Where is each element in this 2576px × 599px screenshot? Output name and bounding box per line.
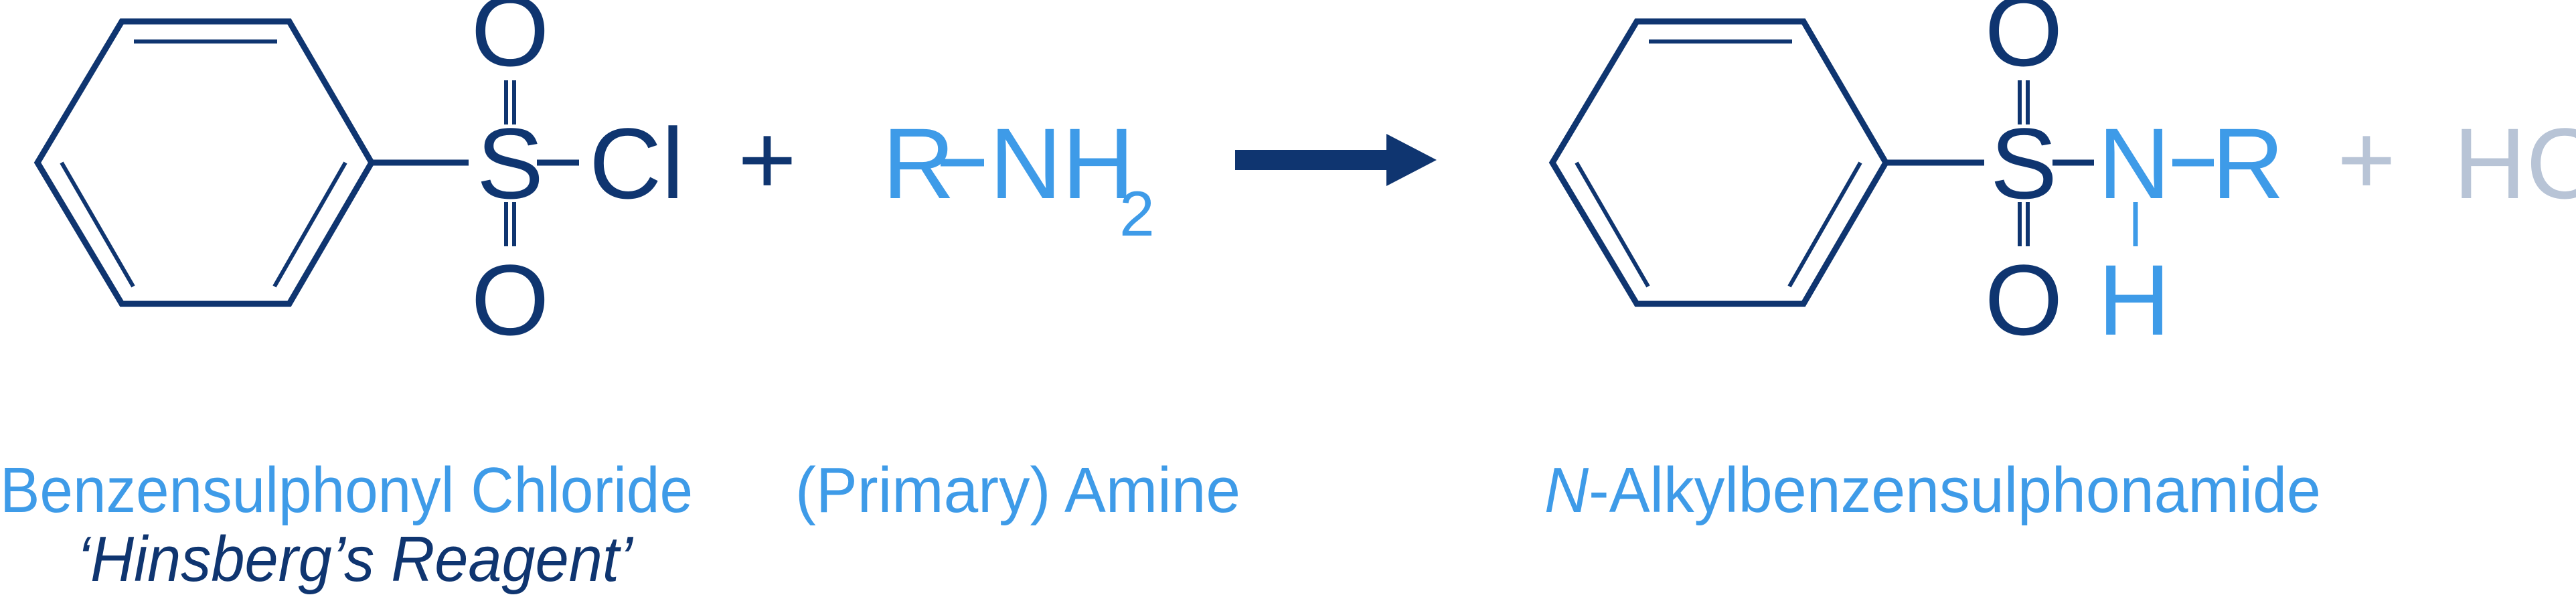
atom-o-top: O [471, 0, 550, 87]
reactant1-alias: ‘Hinsberg’s Reagent’ [77, 523, 634, 595]
product-name-rest: -Alkylbenzensulphonamide [1589, 454, 2321, 525]
atom-o-bottom-product: O [1985, 244, 2063, 356]
atom-n-product: N [2098, 107, 2170, 220]
so-double-bonds-product [2018, 80, 2030, 246]
atom-s-product: S [1990, 107, 2057, 220]
atom-o-top-product: O [1985, 0, 2063, 87]
reaction-arrow [1235, 134, 1437, 186]
subscript-2: 2 [1119, 179, 1155, 250]
atom-s: S [477, 107, 544, 220]
benzene-ring-reactant [33, 18, 376, 307]
atom-nh: NH [989, 107, 1135, 220]
reactant1-name: Benzensulphonyl Chloride [0, 454, 693, 526]
atom-cl: Cl [589, 107, 684, 220]
plus-sign-byproduct: + [2337, 103, 2396, 216]
atom-h-product: H [2098, 244, 2170, 356]
atom-r-product: R [2212, 107, 2284, 220]
byproduct-hcl: HCl [2453, 107, 2576, 220]
atom-o-bottom: O [471, 244, 550, 356]
product-name-italic: N [1544, 454, 1589, 525]
product-name: N-Alkylbenzensulphonamide [1544, 454, 2321, 525]
reactant2-name: (Primary) Amine [795, 454, 1240, 526]
so-double-bonds [504, 80, 516, 246]
benzene-ring-product [1548, 18, 1890, 307]
plus-sign: + [738, 103, 797, 216]
